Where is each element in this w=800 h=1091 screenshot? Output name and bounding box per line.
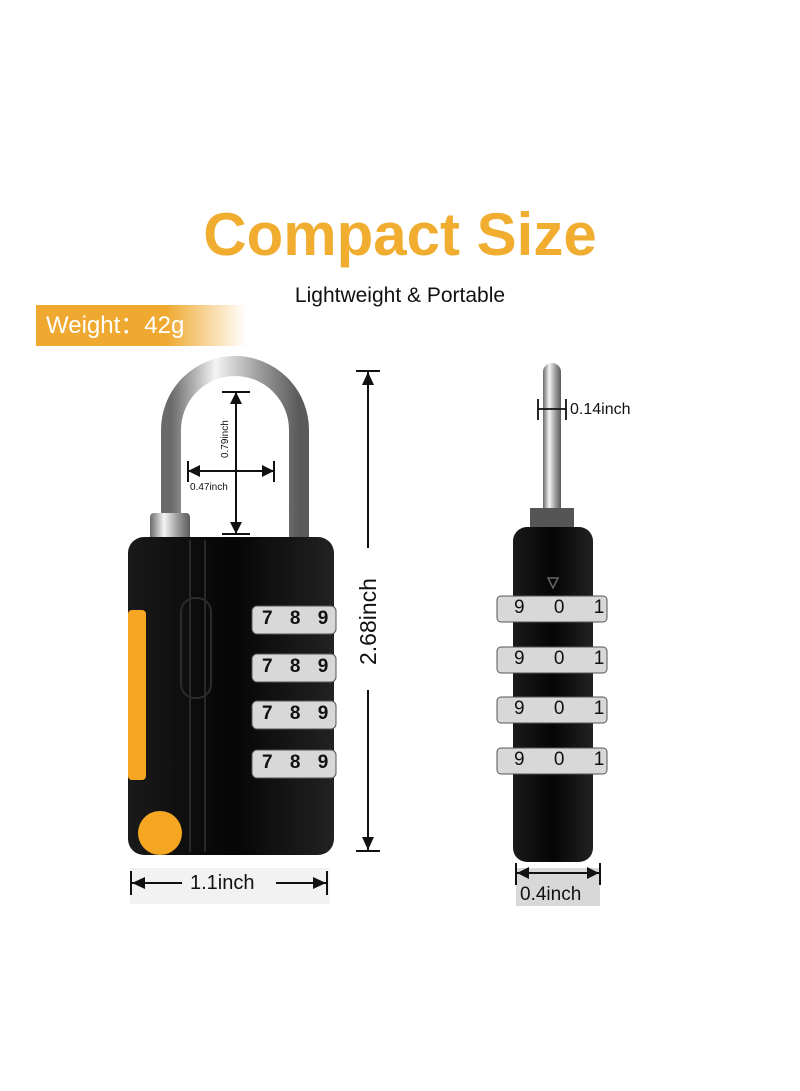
side-dial-2: 9 0 1 bbox=[514, 648, 617, 669]
total-height-label: 2.68inch bbox=[355, 578, 381, 665]
side-dial-4: 9 0 1 bbox=[514, 749, 617, 770]
front-dial-3: 7 8 9 bbox=[262, 703, 335, 724]
front-dial-2: 7 8 9 bbox=[262, 656, 335, 677]
weight-badge: Weight：42g bbox=[36, 305, 246, 346]
page-title: Compact Size bbox=[203, 201, 597, 268]
side-dial-1: 9 0 1 bbox=[514, 597, 617, 618]
body-width-label: 1.1inch bbox=[190, 872, 255, 894]
front-dial-1: 7 8 9 bbox=[262, 608, 335, 629]
shackle-height-label: 0.79inch bbox=[220, 420, 231, 458]
side-dial-3: 9 0 1 bbox=[514, 698, 617, 719]
shackle-width-label: 0.47inch bbox=[190, 482, 228, 493]
body-depth-label: 0.4inch bbox=[520, 884, 582, 905]
page-subtitle: Lightweight & Portable bbox=[294, 284, 506, 307]
front-dial-4: 7 8 9 bbox=[262, 752, 335, 773]
side-dials bbox=[496, 595, 608, 775]
front-dials bbox=[251, 605, 337, 779]
shackle-diameter-label: 0.14inch bbox=[570, 401, 631, 418]
